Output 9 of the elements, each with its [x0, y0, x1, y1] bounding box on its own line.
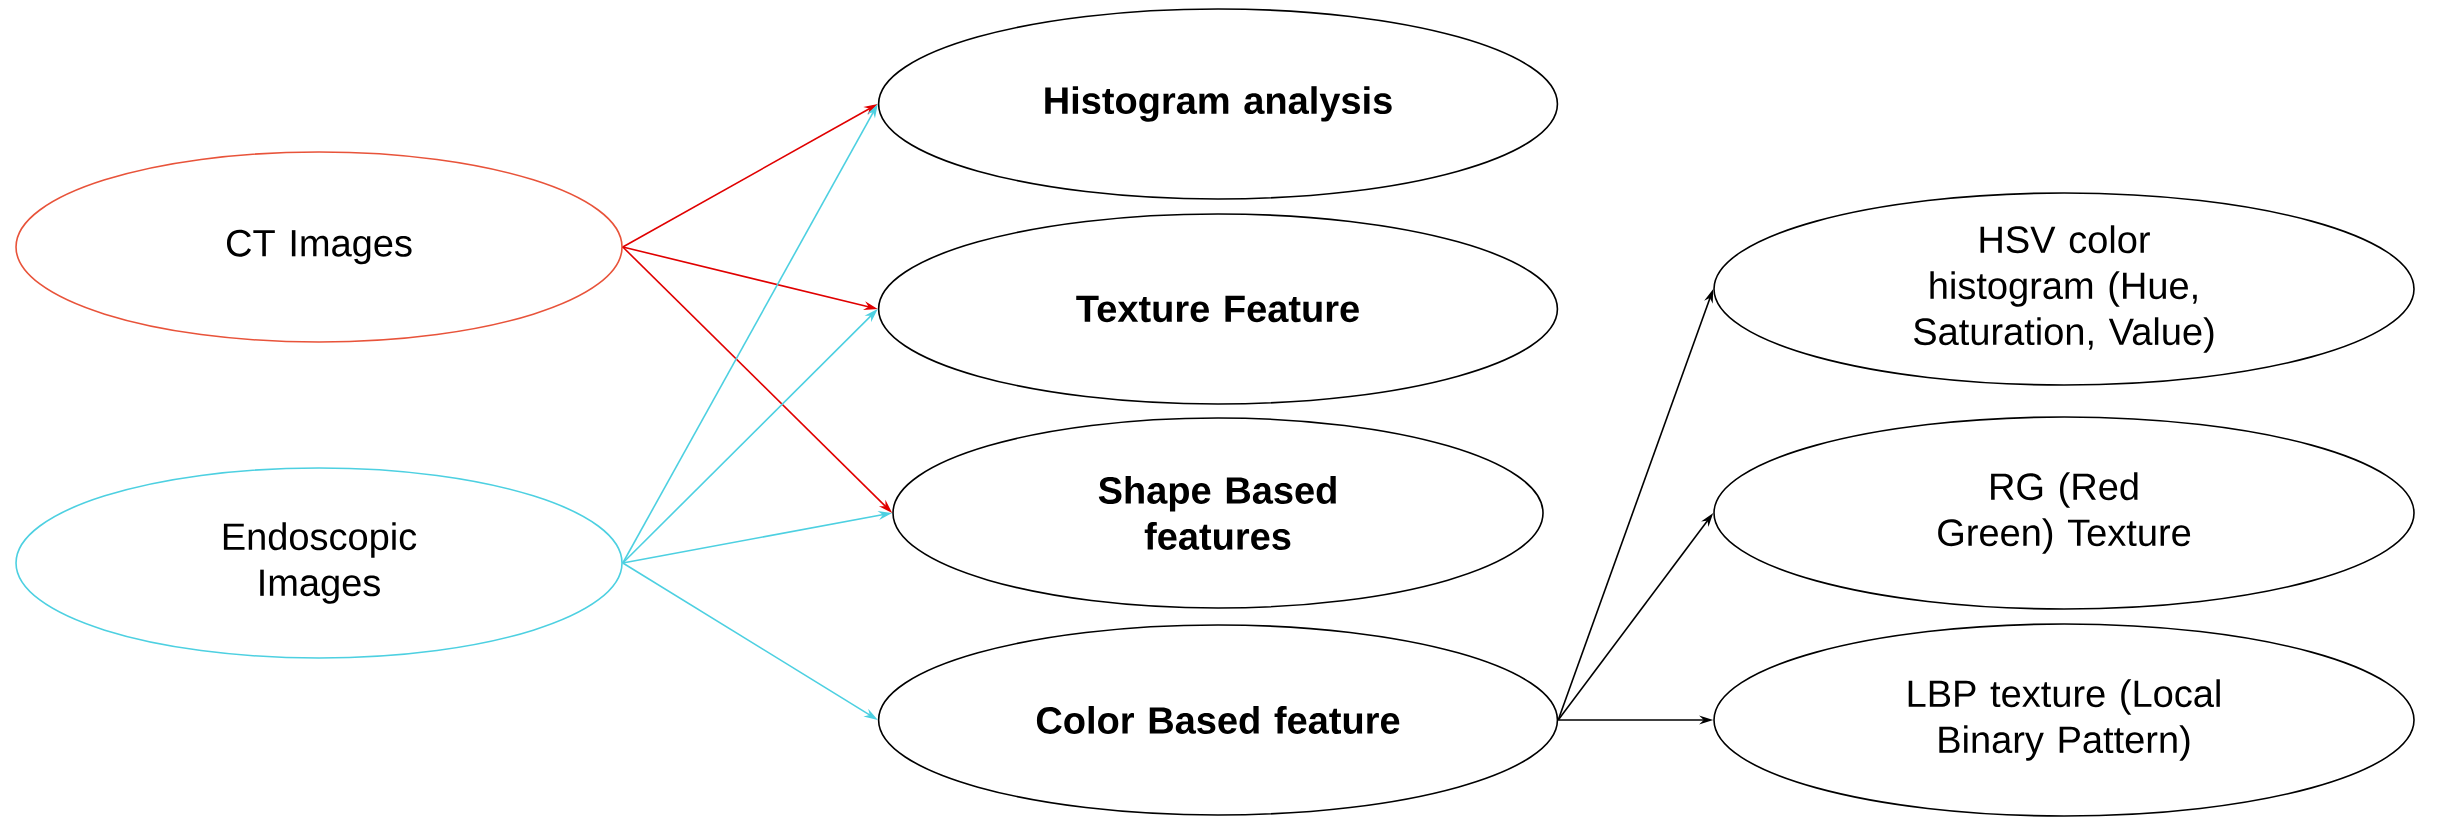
ellipse-node: Shape Based features — [892, 417, 1544, 609]
ellipse-node: CT Images — [15, 151, 623, 343]
ellipse-node: HSV color histogram (Hue, Saturation, Value) — [1713, 192, 2415, 386]
ellipse-node: Texture Feature — [877, 213, 1559, 405]
ellipse-node: Histogram analysis — [877, 8, 1559, 200]
ellipse-node: RG (Red Green) Texture — [1713, 416, 2415, 610]
ellipse-node: Endoscopic Images — [15, 467, 623, 659]
ellipse-node: LBP texture (Local Binary Pattern) — [1713, 623, 2415, 817]
ellipse-node: Color Based feature — [877, 624, 1559, 816]
